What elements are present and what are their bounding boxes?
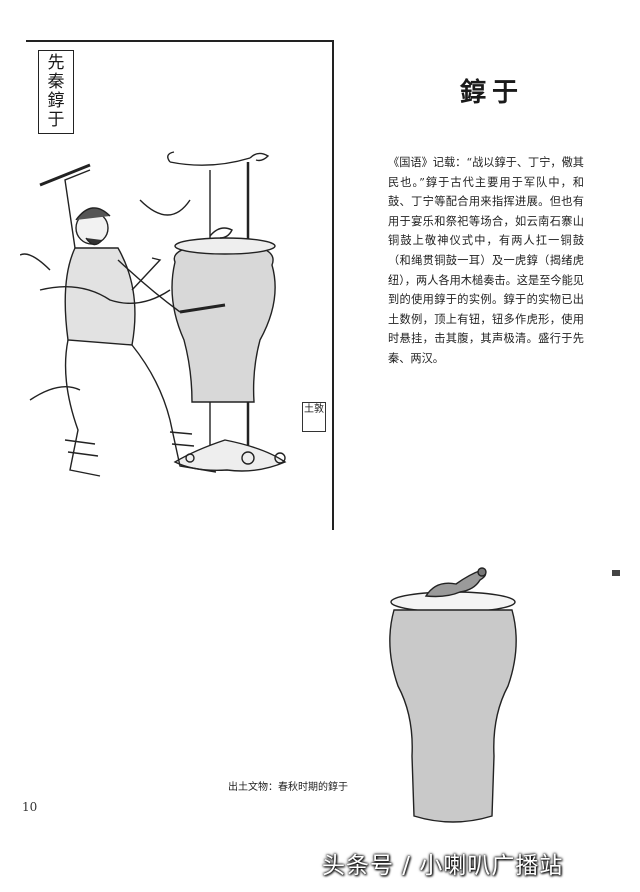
source-watermark: 头条号 / 小喇叭广播站 bbox=[322, 853, 564, 879]
scan-mark bbox=[612, 570, 620, 576]
bronze-chunyu-artifact-image bbox=[389, 567, 517, 823]
vertical-title-char: 錞 bbox=[47, 91, 65, 111]
artist-seal: 土敦 bbox=[302, 402, 326, 432]
warrior-striking-chunyu-illustration bbox=[20, 151, 287, 477]
page-number: 10 bbox=[22, 800, 38, 814]
illustration-frame bbox=[26, 40, 334, 530]
article-body: 《国语》记载：“战以錞于、丁宁，儆其民也。”錞于古代主要用于军队中，和鼓、丁宁等… bbox=[388, 156, 584, 365]
page-title: 錞于 bbox=[460, 78, 525, 108]
vertical-title-char: 于 bbox=[47, 110, 65, 130]
artifact-caption: 出土文物：春秋时期的錞于 bbox=[228, 782, 348, 793]
vertical-title-char: 先 bbox=[47, 53, 65, 73]
vertical-title-box: 先 秦 錞 于 bbox=[38, 50, 74, 134]
vertical-title-char: 秦 bbox=[47, 72, 65, 92]
